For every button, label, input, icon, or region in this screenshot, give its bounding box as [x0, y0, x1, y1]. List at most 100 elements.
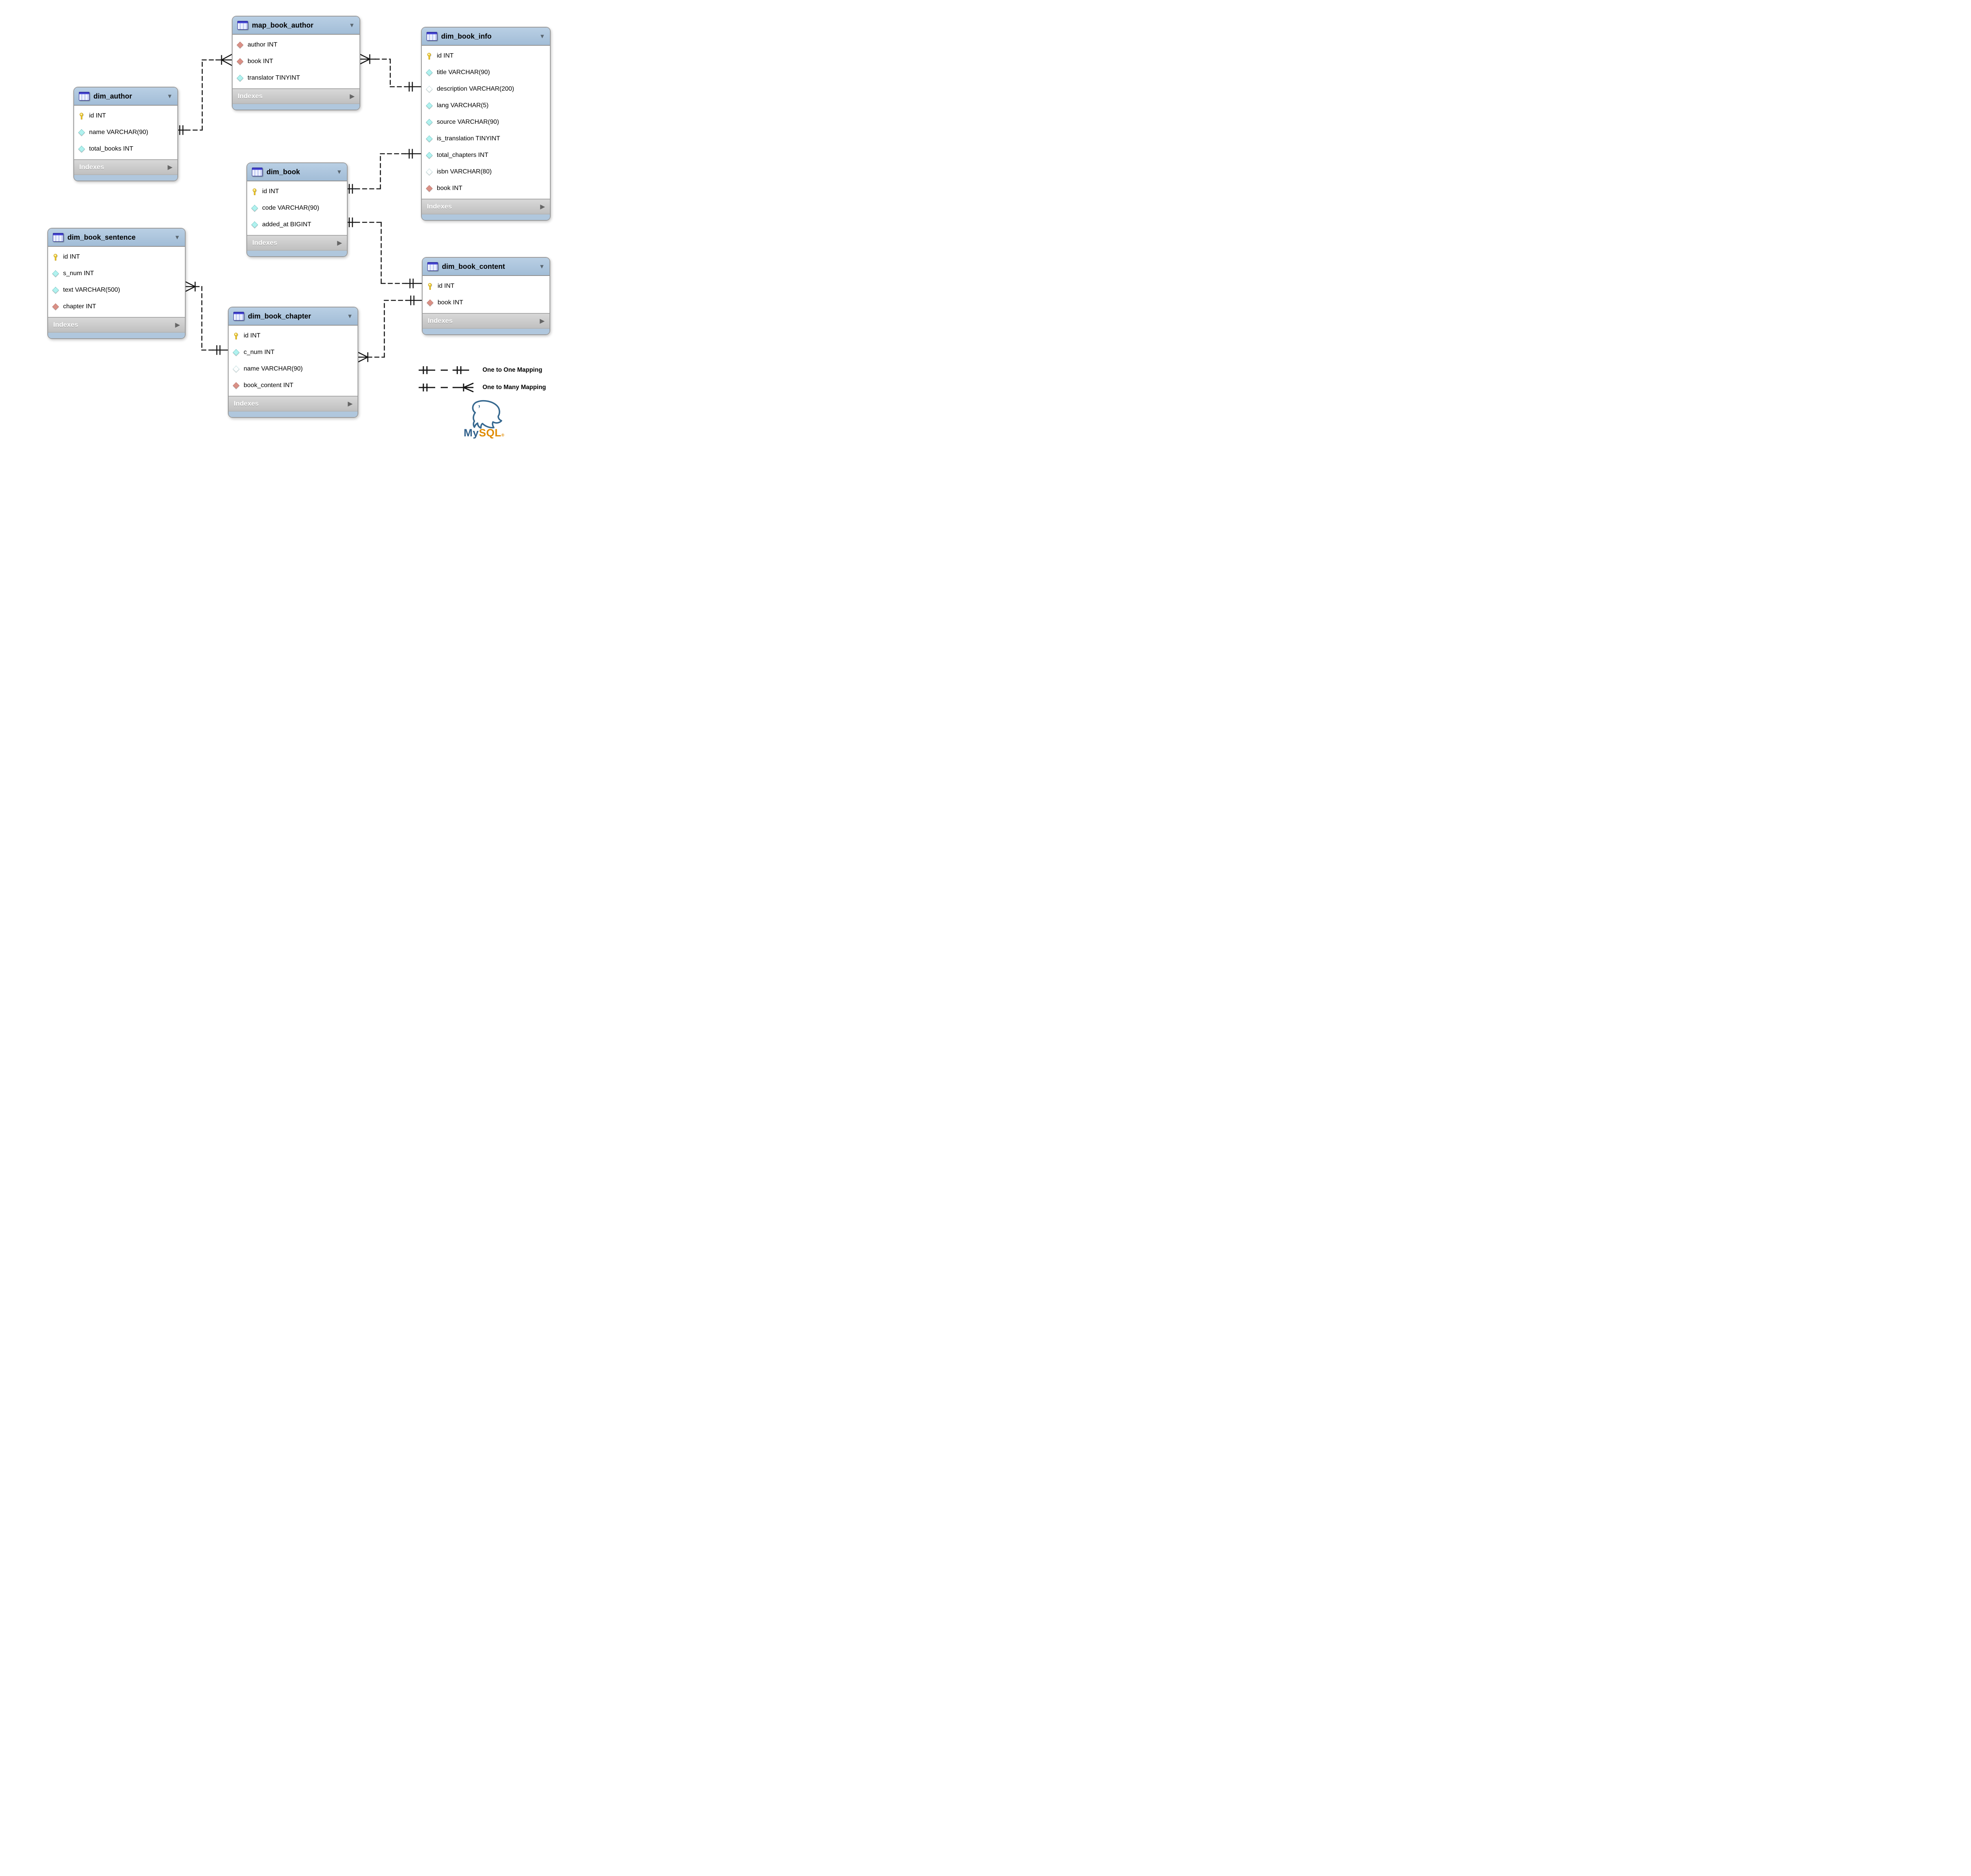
expand-indexes-icon[interactable]: ▶	[350, 93, 354, 100]
column-row[interactable]: chapter INT	[48, 298, 185, 315]
indexes-section[interactable]: Indexes▶	[48, 317, 185, 332]
column-row[interactable]: text VARCHAR(500)	[48, 282, 185, 298]
column-row[interactable]: s_num INT	[48, 265, 185, 282]
collapse-caret-icon[interactable]: ▼	[167, 93, 173, 100]
table-header[interactable]: dim_book_chapter▼	[229, 307, 358, 326]
table-icon	[237, 21, 248, 30]
relationship-map_book_author-dim_book_info[interactable]	[358, 53, 422, 92]
foreign-key-icon	[237, 42, 243, 48]
table-dim_book[interactable]: dim_book▼id INT code VARCHAR(90) added_at …	[246, 162, 348, 257]
column-row[interactable]: code VARCHAR(90)	[247, 200, 347, 216]
column-label: author INT	[248, 41, 278, 48]
table-header[interactable]: map_book_author▼	[233, 17, 360, 35]
column-row[interactable]: title VARCHAR(90)	[422, 64, 550, 81]
table-header[interactable]: dim_author▼	[74, 88, 177, 106]
column-row[interactable]: author INT	[233, 37, 360, 53]
column-icon	[52, 287, 59, 294]
indexes-label: Indexes	[427, 203, 452, 210]
column-label: isbn VARCHAR(80)	[437, 168, 492, 175]
collapse-caret-icon[interactable]: ▼	[174, 234, 180, 241]
relationship-dim_book-dim_book_content[interactable]	[345, 217, 423, 289]
table-header[interactable]: dim_book_sentence ▼	[48, 229, 185, 247]
table-icon	[427, 32, 437, 41]
column-row[interactable]: total_books INT	[74, 141, 177, 157]
table-title: dim_book_info	[441, 32, 492, 40]
legend: One to One Mapping One to Many Mapping	[418, 364, 546, 399]
column-row[interactable]: id INT	[423, 278, 550, 294]
foreign-key-icon	[237, 58, 243, 65]
column-row[interactable]: translator TINYINT	[233, 70, 360, 86]
indexes-section[interactable]: Indexes ▶	[422, 199, 550, 214]
column-row[interactable]: id INT	[422, 48, 550, 64]
relationship-dim_book-dim_book_info[interactable]	[345, 149, 422, 194]
indexes-section[interactable]: Indexes▶	[423, 313, 550, 328]
table-icon	[252, 168, 263, 176]
table-header[interactable]: dim_book_info ▼	[422, 28, 550, 46]
column-icon	[426, 102, 432, 109]
primary-key-icon	[426, 52, 432, 60]
column-row[interactable]: is_translation TINYINT	[422, 130, 550, 147]
table-header[interactable]: dim_book_content ▼	[423, 258, 550, 276]
relationship-dim_author-map_book_author[interactable]	[176, 54, 233, 135]
foreign-key-icon	[427, 300, 433, 306]
column-row[interactable]: source VARCHAR(90)	[422, 114, 550, 130]
indexes-section[interactable]: Indexes▶	[247, 235, 347, 250]
expand-indexes-icon[interactable]: ▶	[540, 317, 544, 324]
table-title: dim_book_sentence	[67, 233, 136, 241]
column-row[interactable]: name VARCHAR(90)	[229, 361, 358, 377]
column-row[interactable]: name VARCHAR(90)	[74, 124, 177, 141]
column-icon	[52, 270, 59, 277]
column-label: code VARCHAR(90)	[262, 205, 319, 211]
collapse-caret-icon[interactable]: ▼	[539, 33, 545, 40]
column-row[interactable]: book INT	[233, 53, 360, 70]
expand-indexes-icon[interactable]: ▶	[168, 164, 172, 171]
indexes-section[interactable]: Indexes▶	[233, 88, 360, 103]
indexes-section[interactable]: Indexes▶	[229, 396, 358, 411]
column-row[interactable]: book INT	[423, 294, 550, 311]
mysql-wordmark-sql: SQL	[479, 427, 501, 439]
expand-indexes-icon[interactable]: ▶	[337, 239, 342, 246]
column-icon	[233, 349, 239, 356]
column-row[interactable]: id INT	[247, 183, 347, 200]
indexes-section[interactable]: Indexes▶	[74, 159, 177, 174]
column-row[interactable]: id INT	[48, 249, 185, 265]
relationship-dim_book_sentence-dim_book_chapter[interactable]	[183, 280, 229, 355]
collapse-caret-icon[interactable]: ▼	[336, 168, 342, 175]
nullable-column-icon	[426, 86, 432, 93]
column-row[interactable]: book_content INT	[229, 377, 358, 394]
column-row[interactable]: book INT	[422, 180, 550, 197]
column-row[interactable]: lang VARCHAR(5)	[422, 97, 550, 114]
column-label: description VARCHAR(200)	[437, 86, 514, 92]
collapse-caret-icon[interactable]: ▼	[347, 313, 353, 320]
column-row[interactable]: isbn VARCHAR(80)	[422, 164, 550, 180]
table-footer-strip	[233, 103, 360, 110]
column-icon	[426, 136, 432, 142]
relationship-dim_book_chapter-dim_book_content[interactable]	[356, 295, 423, 363]
column-row[interactable]: added_at BIGINT	[247, 216, 347, 233]
collapse-caret-icon[interactable]: ▼	[539, 263, 545, 270]
column-icon	[78, 146, 85, 153]
table-header[interactable]: dim_book▼	[247, 163, 347, 181]
expand-indexes-icon[interactable]: ▶	[540, 203, 545, 210]
table-icon	[427, 262, 438, 271]
column-row[interactable]: id INT	[74, 108, 177, 124]
column-row[interactable]: total_chapters INT	[422, 147, 550, 164]
primary-key-icon	[233, 332, 239, 339]
column-row[interactable]: id INT	[229, 328, 358, 344]
table-icon	[53, 233, 63, 242]
table-title: dim_book_content	[442, 262, 505, 270]
expand-indexes-icon[interactable]: ▶	[175, 321, 180, 328]
column-row[interactable]: description VARCHAR(200)	[422, 81, 550, 97]
collapse-caret-icon[interactable]: ▼	[349, 22, 355, 29]
expand-indexes-icon[interactable]: ▶	[348, 400, 352, 407]
column-row[interactable]: c_num INT	[229, 344, 358, 361]
primary-key-icon	[52, 253, 59, 261]
